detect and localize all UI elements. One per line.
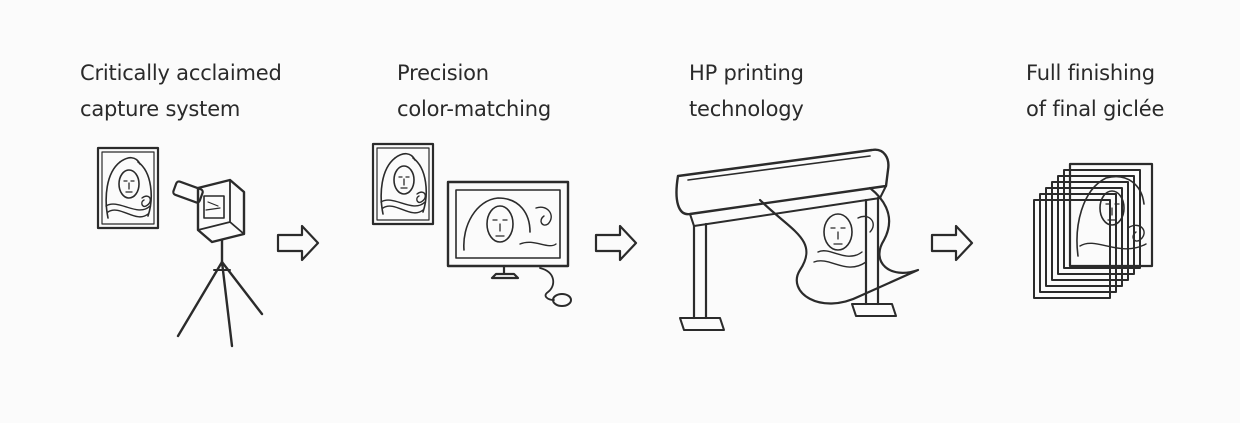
step-1-label-line-1: Critically acclaimed [80, 61, 282, 85]
step-1-label-line-2: capture system [80, 97, 241, 121]
arrow-right-icon [594, 224, 638, 262]
step-4-label-line-2: of final giclée [1026, 97, 1165, 121]
camera-icon [96, 146, 264, 348]
step-2-label-line-2: color-matching [397, 97, 552, 121]
painting-icon [96, 146, 160, 230]
painting-icon [371, 142, 435, 226]
arrow-right-icon [930, 224, 974, 262]
print-stack-icon [1033, 162, 1154, 299]
step-2-label: Precision color-matching [397, 55, 551, 127]
step-3-label: HP printing technology [689, 55, 804, 127]
printer-icon [675, 148, 920, 331]
monitor-icon [371, 142, 572, 307]
step-3-label-line-1: HP printing [689, 61, 804, 85]
step-2-label-line-1: Precision [397, 61, 489, 85]
arrow-right-icon [276, 224, 320, 262]
step-3-label-line-2: technology [689, 97, 804, 121]
step-4-label: Full finishing of final giclée [1026, 55, 1164, 127]
step-4-label-line-1: Full finishing [1026, 61, 1155, 85]
step-1-label: Critically acclaimed capture system [80, 55, 282, 127]
